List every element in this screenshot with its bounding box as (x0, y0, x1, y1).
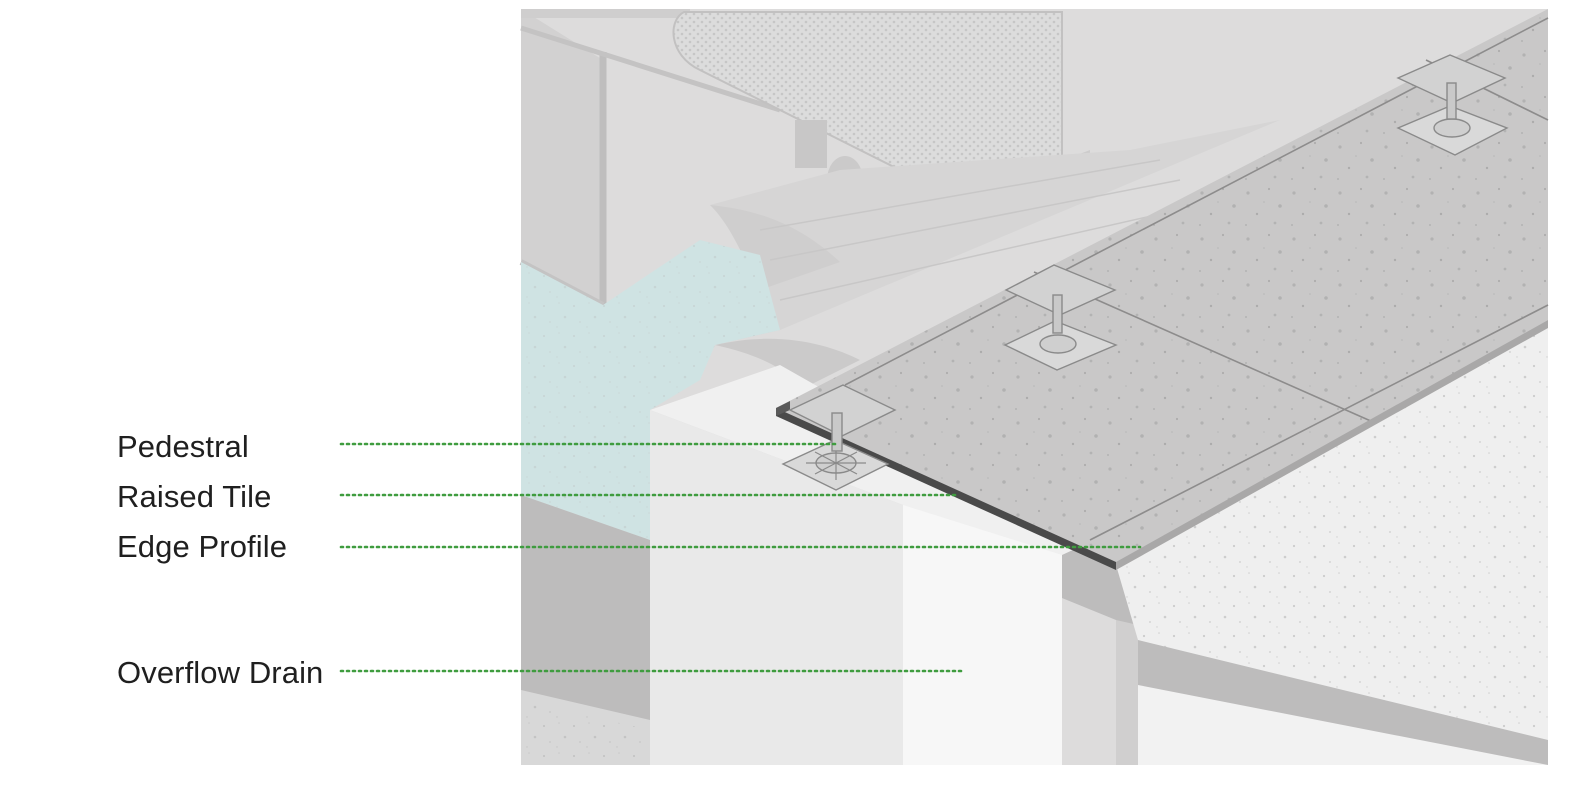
pedestal-middle (1003, 264, 1118, 371)
concrete-structure (521, 320, 1548, 765)
callout-label-edge-profile: Edge Profile (117, 529, 288, 564)
pedestal-supports (781, 54, 1509, 491)
pedestal-back (1396, 54, 1509, 156)
raised-paving-deck (776, 9, 1549, 570)
wooden-deck (710, 120, 1280, 390)
callout-leader-lines (339, 442, 1142, 673)
callout-label-overflow-drain: Overflow Drain (117, 655, 324, 690)
pool-water (521, 240, 780, 540)
callout-label-pedestral: Pedestral (117, 429, 249, 464)
pedestal-front (781, 384, 897, 491)
callout-label-raised-tile: Raised Tile (117, 479, 272, 514)
